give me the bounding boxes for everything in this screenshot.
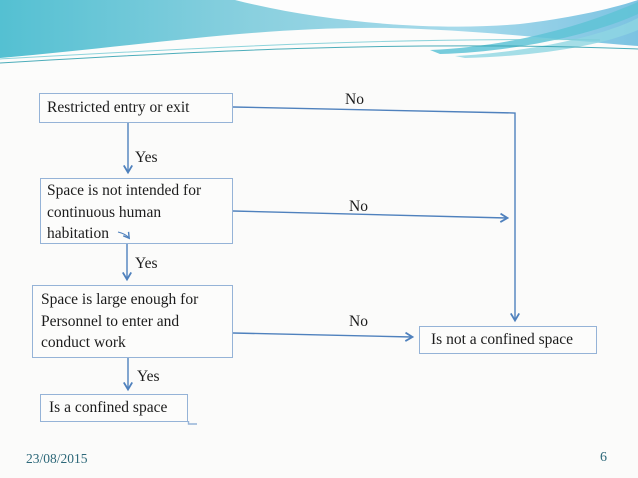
flow-box-label: Restricted entry or exit	[47, 99, 190, 117]
flow-box-is-not-confined-space: Is not a confined space	[419, 326, 597, 354]
arrow-no-2	[232, 210, 510, 223]
slide-page-number: 6	[600, 450, 607, 465]
flow-box-label: Space is large enough for Personnel to e…	[41, 291, 199, 351]
footer-date: 23/08/2015	[26, 451, 88, 466]
edge-label-yes: Yes	[135, 149, 158, 166]
flow-box-label: Space is not intended for continuous hum…	[47, 182, 202, 242]
header-wave-graphic	[0, 0, 638, 80]
edge-label-no: No	[349, 198, 368, 215]
edge-label-yes: Yes	[135, 255, 158, 272]
flow-box-label: Is not a confined space	[431, 331, 574, 349]
edge-label-no: No	[345, 91, 364, 108]
edge-label-no: No	[349, 313, 368, 330]
flow-box-large-enough: Space is large enough for Personnel to e…	[32, 285, 233, 358]
edge-label-yes: Yes	[137, 368, 160, 385]
flow-box-label: Is a confined space	[49, 399, 168, 417]
flow-box-is-confined-space: Is a confined space	[40, 394, 188, 422]
box-border-tail	[187, 421, 197, 425]
flow-box-restricted-entry: Restricted entry or exit	[39, 93, 233, 123]
flow-box-not-intended-habitation: Space is not intended for continuous hum…	[40, 178, 233, 244]
arrow-no-3	[232, 331, 415, 342]
arrow-no-1	[232, 106, 520, 323]
